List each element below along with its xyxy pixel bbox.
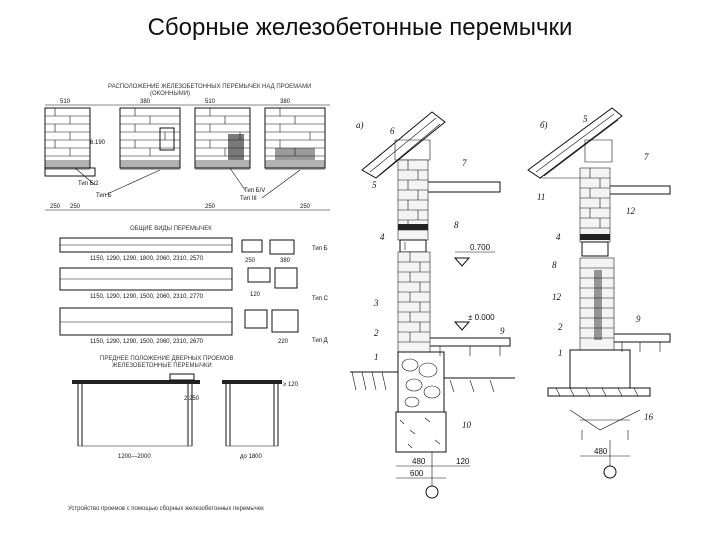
dim-a-600: 600 xyxy=(410,469,424,478)
section-a-letter: а) xyxy=(356,120,364,130)
marker-b-7: 7 xyxy=(644,152,649,162)
section-b-letter: б) xyxy=(540,120,548,130)
marker-b-5: 5 xyxy=(583,114,588,124)
section-type-1: Тип Б xyxy=(312,246,328,252)
marker-b-12b: 12 xyxy=(552,292,562,302)
wall-section-1 xyxy=(44,107,96,177)
section-mark-3: 120 xyxy=(250,292,261,298)
marker-b-12a: 12 xyxy=(626,206,636,216)
marker-a-6: 6 xyxy=(390,126,395,136)
marker-a-10: 10 xyxy=(462,420,472,430)
opening-mark-1: 2.250 xyxy=(184,396,200,402)
marker-a-3: 3 xyxy=(373,298,379,308)
wall-section-4 xyxy=(264,107,326,170)
wall-section-2 xyxy=(119,107,181,170)
dim-top-3: 510 xyxy=(205,99,216,105)
section-b: б) 5 7 11 12 4 8 12 2 xyxy=(527,107,671,479)
dim-b-480: 480 xyxy=(594,447,608,456)
door-opening-1: 2.250 1200—2000 xyxy=(72,373,200,460)
level-a-1: 0.700 xyxy=(470,243,491,252)
type-label-4: Тип III xyxy=(240,196,257,202)
marker-a-2: 2 xyxy=(374,328,379,338)
dim-bottom-1: 250 xyxy=(50,204,61,210)
marker-b-2: 2 xyxy=(558,322,563,332)
dim-top-1: 510 xyxy=(60,99,71,105)
type-label-2: Тип Б xyxy=(96,193,112,199)
dim-a-120: 120 xyxy=(456,457,470,466)
opening-dim-2: до 1800 xyxy=(240,454,263,460)
dim-bottom-3: 250 xyxy=(205,204,216,210)
marker-a-9: 9 xyxy=(500,326,505,336)
beam-view-1: 1150, 1290, 1290, 1800, 2060, 2310, 2570 xyxy=(59,237,233,262)
left-panel: РАСПОЛОЖЕНИЕ ЖЕЛЕЗОБЕТОННЫХ ПЕРЕМЫЧЕК НА… xyxy=(44,84,330,512)
marker-a-5: 5 xyxy=(372,180,377,190)
marker-b-9: 9 xyxy=(636,314,641,324)
section-type-2: Тип С xyxy=(312,296,329,302)
marker-b-8: 8 xyxy=(552,260,557,270)
marker-b-1: 1 xyxy=(558,348,563,358)
dim-a-480: 480 xyxy=(412,457,426,466)
beam-dim-2: 1150, 1290, 1290, 1500, 2060, 2310, 2770 xyxy=(90,294,204,300)
opening-dim-1: 1200—2000 xyxy=(118,454,151,460)
opening-subheading: ЖЕЛЕЗОБЕТОННЫЕ ПЕРЕМЫЧКИ xyxy=(112,363,212,369)
beam-sections: 250 380 120 220 Тип Б Тип С Тип Д xyxy=(241,239,329,345)
lintel-layout-heading: РАСПОЛОЖЕНИЕ ЖЕЛЕЗОБЕТОННЫХ ПЕРЕМЫЧЕК НА… xyxy=(108,84,311,90)
dim-top-2: 380 xyxy=(140,99,151,105)
level-a-2: ± 0.000 xyxy=(468,313,495,322)
wall-section-3 xyxy=(194,107,251,170)
marker-b-4: 4 xyxy=(556,232,561,242)
beam-dim-1: 1150, 1290, 1290, 1800, 2060, 2310, 2570 xyxy=(90,256,204,262)
section-mark-2: 380 xyxy=(280,258,291,264)
beam-dim-3: 1150, 1290, 1290, 1500, 2060, 2310, 2670 xyxy=(90,339,204,345)
section-mark-4: 220 xyxy=(278,339,289,345)
section-type-3: Тип Д xyxy=(312,338,328,344)
lintel-layout-subheading: (ОКОННЫМИ) xyxy=(150,91,190,97)
beam-heading: ОБЩИЕ ВИДЫ ПЕРЕМЫЧЕК xyxy=(130,226,212,232)
marker-b-16: 16 xyxy=(644,412,654,422)
left-caption: Устройство проемов с помощью сборных жел… xyxy=(68,505,264,512)
opening-heading: ПРЕДНЕЕ ПОЛОЖЕНИЕ ДВЕРНЫХ ПРОЕМОВ xyxy=(100,356,234,362)
dim-top-4: 380 xyxy=(280,99,291,105)
type-label-1: Тип Б/2 xyxy=(78,181,99,187)
marker-a-1: 1 xyxy=(374,352,379,362)
dim-level: 6.190 xyxy=(90,140,106,146)
slide-title: Сборные железобетонные перемычки xyxy=(147,14,573,41)
door-opening-2: ≥ 120 до 1800 xyxy=(222,380,299,460)
beam-view-3: 1150, 1290, 1290, 1500, 2060, 2310, 2670 xyxy=(59,307,233,345)
beam-view-2: 1150, 1290, 1290, 1500, 2060, 2310, 2770 xyxy=(59,267,233,300)
section-mark-1: 250 xyxy=(245,258,256,264)
marker-a-8: 8 xyxy=(454,220,459,230)
section-a: а) xyxy=(350,111,515,499)
type-label-3: Тип Б/V xyxy=(244,188,265,194)
dim-bottom-4: 250 xyxy=(300,204,311,210)
marker-a-4: 4 xyxy=(380,232,385,242)
marker-b-11: 11 xyxy=(537,192,545,202)
opening-mark-2: ≥ 120 xyxy=(283,382,299,388)
marker-a-7: 7 xyxy=(462,158,467,168)
dim-bottom-2: 250 xyxy=(70,204,81,210)
